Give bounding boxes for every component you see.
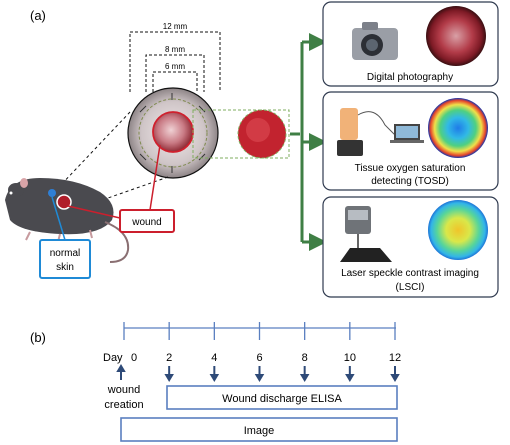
panel-a-label: (a) xyxy=(30,8,46,23)
day-arrow xyxy=(209,366,220,382)
measure-12mm: 12 mm xyxy=(163,22,188,31)
method-label-tosd-2: detecting (TOSD) xyxy=(371,176,449,187)
day-arrow xyxy=(164,366,174,382)
laser-device-icon xyxy=(340,206,392,262)
excised-tissue-highlight xyxy=(246,118,270,142)
day-arrow xyxy=(116,364,126,380)
skin-callout-line xyxy=(51,196,66,241)
day-label: 10 xyxy=(344,352,356,364)
normal-skin-label-1: normal xyxy=(50,248,81,259)
day-labels: 0 2 4 6 8 10 12 xyxy=(131,352,401,364)
normal-skin-box xyxy=(39,239,91,279)
oximeter-device-icon xyxy=(337,108,424,156)
panel-b-label: (b) xyxy=(30,330,46,345)
wound-label: wound xyxy=(131,217,161,228)
method-label-lsci-2: (LSCI) xyxy=(396,282,425,293)
wound-creation-label-1: wound xyxy=(107,384,140,396)
branch-arrows xyxy=(290,33,327,251)
day-arrow xyxy=(390,366,400,382)
day-label: 4 xyxy=(211,352,217,364)
method-label-photography: Digital photography xyxy=(367,72,453,83)
day-prefix: Day xyxy=(103,352,123,364)
day-label: 12 xyxy=(389,352,401,364)
wound-creation-label-2: creation xyxy=(104,399,143,411)
normal-skin-label-2: skin xyxy=(56,262,74,273)
day-label: 2 xyxy=(166,352,172,364)
day-arrow xyxy=(299,366,310,382)
measurement-brackets xyxy=(129,31,221,92)
wound-circle xyxy=(152,111,194,153)
photo-wound-image xyxy=(426,6,486,66)
wound-callout-line xyxy=(67,205,121,219)
day-label: 0 xyxy=(131,352,137,364)
measure-6mm: 6 mm xyxy=(165,62,185,71)
method-label-tosd-1: Tissue oxygen saturation xyxy=(355,163,466,174)
day-arrows xyxy=(116,364,400,382)
elisa-bar xyxy=(166,385,398,410)
outer-ring xyxy=(138,98,208,168)
measure-8mm: 8 mm xyxy=(165,45,185,54)
camera-icon xyxy=(352,22,398,60)
wound-callout-line-2 xyxy=(149,144,161,211)
normal-skin-spot xyxy=(48,189,56,197)
sutures xyxy=(139,93,206,173)
day-label: 8 xyxy=(302,352,308,364)
day-arrow xyxy=(345,366,355,382)
wound-label-box xyxy=(119,209,175,233)
tosd-heatmap-image xyxy=(428,98,488,158)
day-label: 6 xyxy=(256,352,262,364)
method-label-lsci-1: Laser speckle contrast imaging xyxy=(341,268,479,279)
lsci-heatmap-image xyxy=(428,200,488,260)
day-arrow xyxy=(254,366,265,382)
timeline-ticks xyxy=(123,322,396,340)
image-bar xyxy=(120,417,398,442)
image-label: Image xyxy=(244,425,275,437)
wound-spot xyxy=(56,194,72,210)
elisa-label: Wound discharge ELISA xyxy=(222,393,342,405)
excision-box xyxy=(192,109,290,159)
